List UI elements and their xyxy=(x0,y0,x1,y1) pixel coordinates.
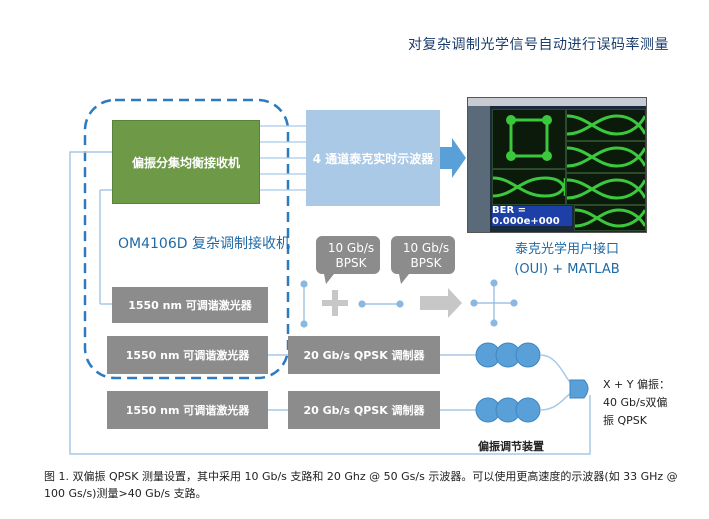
ber-readout: BER = 0.000e+000 xyxy=(492,205,572,227)
polarization-controller-label: 偏振调节装置 xyxy=(478,440,544,453)
plus-icon xyxy=(322,290,348,316)
eye-diagram-icon xyxy=(566,146,646,168)
laser-block-3: 1550 nm 可调谐激光器 xyxy=(107,391,268,429)
bubble-1-label: 10 Gb/s BPSK xyxy=(316,241,386,271)
bubble-2-format: BPSK xyxy=(410,256,442,270)
bubble-2-label: 10 Gb/s BPSK xyxy=(391,241,461,271)
modulator-block-2: 20 Gb/s QPSK 调制器 xyxy=(288,391,440,429)
constellation-plot-icon xyxy=(506,115,552,161)
receiver-to-scope-lines xyxy=(258,125,306,191)
eye-panel-1 xyxy=(492,169,567,205)
oui-label-line2: (OUI) + MATLAB xyxy=(514,262,620,277)
constellation-bpsk-icon xyxy=(300,280,308,328)
eye-panel-5 xyxy=(574,205,646,231)
feedback-loop-line xyxy=(69,151,591,455)
oscilloscope-block: 4 通道泰克实时示波器 xyxy=(306,110,440,206)
coil-upper-icon xyxy=(475,342,541,368)
xy-label-line2: 40 Gb/s双偏 xyxy=(603,396,668,409)
bubble-2-rate: 10 Gb/s xyxy=(402,241,450,255)
coil-lower-icon xyxy=(475,397,541,423)
laser-block-1: 1550 nm 可调谐激光器 xyxy=(112,287,268,323)
eye-panel-2 xyxy=(566,109,646,141)
eye-diagram-icon xyxy=(492,176,567,198)
laser-block-2: 1550 nm 可调谐激光器 xyxy=(107,336,268,374)
modulator-block-1: 20 Gb/s QPSK 调制器 xyxy=(288,336,440,374)
oui-label-line1: 泰克光学用户接口 xyxy=(514,242,619,257)
bubble-1-shape xyxy=(316,236,380,284)
receiver-group-outline xyxy=(83,98,290,380)
bubble-1-rate: 10 Gb/s xyxy=(327,241,375,255)
eye-panel-3 xyxy=(566,141,646,173)
figure-caption: 图 1. 双偏振 QPSK 测量设置，其中采用 10 Gb/s 支路和 20 G… xyxy=(44,470,678,500)
eye-diagram-icon xyxy=(566,178,646,200)
bubble-2-shape xyxy=(391,236,455,284)
eye-diagram-icon xyxy=(574,208,646,228)
receiver-block: 偏振分集均衡接收机 xyxy=(112,120,260,204)
xy-polarization-label: X + Y 偏振： 40 Gb/s双偏 振 QPSK xyxy=(603,376,670,430)
constellation-bpsk-horizontal-icon xyxy=(358,300,404,308)
xy-label-line3: 振 QPSK xyxy=(603,414,647,427)
constellation-panel xyxy=(492,109,566,169)
oui-screenshot: BER = 0.000e+000 xyxy=(467,97,647,233)
screen-sidebar xyxy=(468,106,490,232)
equals-arrow-icon xyxy=(420,288,462,318)
bubble-1-format: BPSK xyxy=(335,256,367,270)
page-title: 对复杂调制光学信号自动进行误码率测量 xyxy=(408,37,669,53)
combiner-icon xyxy=(569,379,589,399)
coil-combiner-upper xyxy=(539,354,575,386)
scope-to-screen-arrow xyxy=(440,138,466,178)
screen-menubar xyxy=(468,98,646,106)
eye-diagram-icon xyxy=(566,114,646,136)
oui-label: 泰克光学用户接口 (OUI) + MATLAB xyxy=(492,240,642,280)
xy-label-line1: X + Y 偏振： xyxy=(603,378,670,391)
constellation-qpsk-icon xyxy=(470,279,518,327)
eye-panel-4 xyxy=(566,173,646,205)
receiver-group-label: OM4106D 复杂调制接收机 xyxy=(118,236,290,252)
coil-combiner-lower xyxy=(539,391,575,411)
